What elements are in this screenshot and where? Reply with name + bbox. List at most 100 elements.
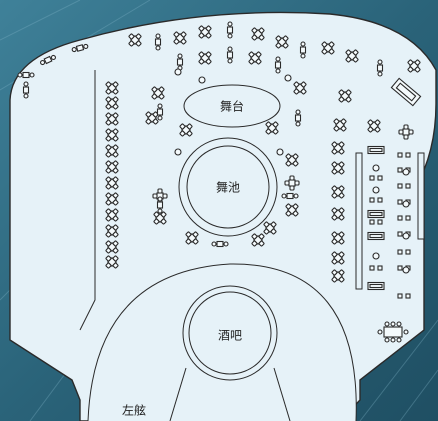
four-seat-table-icon (321, 41, 335, 55)
four-seat-table-icon (251, 27, 265, 41)
four-seat-table-icon (333, 118, 347, 132)
four-seat-table-icon (105, 128, 119, 142)
dance-floor (178, 137, 278, 237)
right-counter (355, 152, 363, 290)
bar-label: 酒吧 (217, 328, 243, 343)
four-seat-table-icon (185, 231, 199, 245)
four-seat-table-icon (285, 203, 299, 217)
bar-circle (182, 285, 278, 381)
four-seat-table-icon (251, 233, 265, 247)
two-seat-table-icon (156, 103, 164, 121)
four-seat-table-icon (284, 175, 300, 191)
four-seat-table-icon (263, 221, 277, 235)
four-seat-table-icon (293, 81, 307, 95)
four-seat-table-icon (331, 269, 345, 283)
four-seat-table-icon (275, 35, 289, 49)
two-seat-table-icon (176, 53, 184, 71)
small-round-table-icon (369, 219, 375, 225)
two-seat-table-icon (226, 46, 234, 64)
four-seat-table-icon (331, 141, 345, 155)
small-round-table-icon (198, 76, 206, 84)
small-round-table-icon (369, 265, 375, 271)
four-seat-table-icon (151, 86, 165, 100)
small-round-table-icon (397, 249, 411, 255)
sofa-icon (390, 77, 422, 107)
bar-area (87, 263, 357, 421)
four-seat-table-icon (105, 81, 119, 95)
four-seat-table-icon (331, 251, 345, 265)
small-round-table-icon (372, 252, 380, 260)
four-seat-table-icon (338, 89, 352, 103)
four-seat-table-icon (248, 51, 262, 65)
four-seat-table-icon (179, 123, 193, 137)
small-round-table-icon (174, 148, 182, 156)
small-round-table-icon (397, 152, 411, 158)
four-seat-table-icon (345, 49, 359, 63)
small-round-table-icon (402, 266, 410, 274)
small-round-table-icon (377, 219, 383, 225)
two-seat-table-icon (299, 41, 307, 59)
left-wing-divider (79, 70, 96, 331)
small-round-table-icon (369, 175, 375, 181)
four-seat-table-icon (105, 192, 119, 206)
four-seat-table-icon (105, 176, 119, 190)
four-seat-table-icon (331, 161, 345, 175)
two-seat-table-icon (211, 240, 229, 248)
small-round-table-icon (397, 215, 411, 221)
sofa-icon (367, 281, 385, 291)
bar-passage (169, 367, 187, 421)
stage-label: 舞台 (219, 99, 245, 114)
four-seat-table-icon (285, 153, 299, 167)
four-seat-table-icon (398, 124, 414, 140)
sofa-icon (367, 231, 385, 241)
four-seat-table-icon (198, 25, 212, 39)
two-seat-table-icon (294, 109, 302, 127)
four-seat-table-icon (105, 255, 119, 269)
right-counter (417, 152, 425, 240)
two-seat-table-icon (22, 81, 30, 99)
small-round-table-icon (377, 175, 383, 181)
two-seat-table-icon (376, 59, 384, 77)
small-round-table-icon (397, 293, 411, 299)
two-seat-table-icon (17, 71, 35, 79)
sofa-icon (367, 209, 385, 219)
small-round-table-icon (372, 186, 380, 194)
four-seat-table-icon (105, 144, 119, 158)
four-seat-table-icon (367, 119, 381, 133)
four-seat-table-icon (105, 112, 119, 126)
four-seat-table-icon (407, 59, 421, 73)
four-seat-table-icon (105, 224, 119, 238)
two-seat-table-icon (226, 21, 234, 39)
small-round-table-icon (369, 197, 375, 203)
four-seat-table-icon (331, 231, 345, 245)
small-round-table-icon (397, 183, 411, 189)
stage (183, 84, 281, 128)
dance-floor-label: 舞池 (215, 180, 241, 195)
small-round-table-icon (284, 74, 292, 82)
four-seat-table-icon (105, 208, 119, 222)
four-seat-table-icon (331, 207, 345, 221)
four-seat-table-icon (331, 185, 345, 199)
small-round-table-icon (174, 68, 182, 76)
four-seat-table-icon (198, 51, 212, 65)
small-round-table-icon (402, 232, 410, 240)
four-seat-table-icon (105, 240, 119, 254)
small-round-table-icon (402, 168, 410, 176)
four-seat-table-icon (173, 31, 187, 45)
four-seat-table-icon (105, 96, 119, 110)
port-side-label: 左舷 (121, 403, 147, 418)
two-seat-table-icon (156, 196, 164, 214)
banquet-table-icon (377, 321, 409, 343)
two-seat-table-icon (281, 192, 299, 200)
two-seat-table-icon (154, 33, 162, 51)
small-round-table-icon (276, 148, 284, 156)
four-seat-table-icon (265, 121, 279, 135)
small-round-table-icon (377, 265, 383, 271)
two-seat-table-icon (274, 56, 282, 74)
four-seat-table-icon (153, 211, 167, 225)
small-round-table-icon (372, 164, 380, 172)
four-seat-table-icon (105, 160, 119, 174)
two-seat-table-icon (40, 54, 56, 66)
four-seat-table-icon (128, 33, 142, 47)
